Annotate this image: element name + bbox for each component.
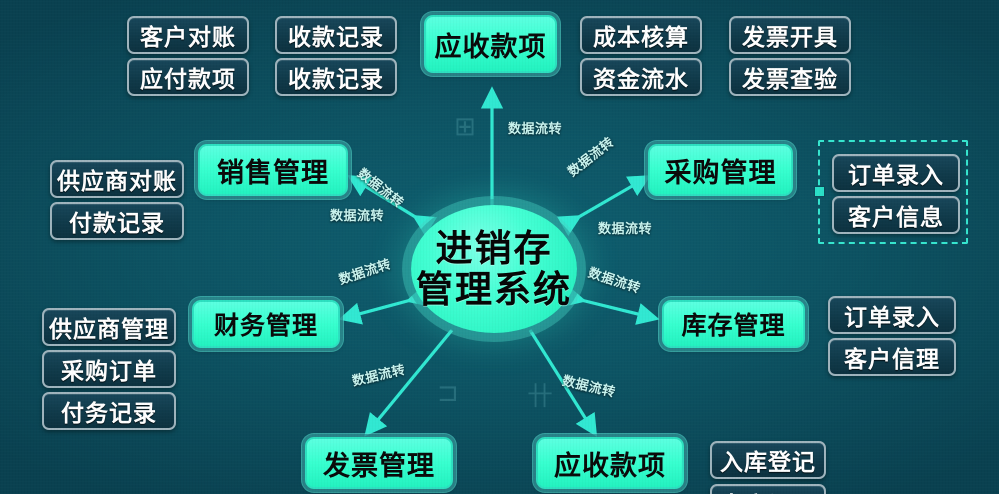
selection-handle-left[interactable] bbox=[814, 186, 825, 197]
flow-label-inventory: 数据流转 bbox=[586, 265, 643, 297]
node-receivable-bottom[interactable]: 应收款项 bbox=[536, 437, 684, 489]
chip-cash-flow[interactable]: 资金流水 bbox=[580, 58, 702, 96]
chip-payment-record[interactable]: 付款记录 bbox=[50, 202, 184, 240]
flow-label-purchase-upper: 数据流转 bbox=[565, 134, 618, 180]
chip-payable-items[interactable]: 应付款项 bbox=[127, 58, 249, 96]
flow-label-top: 数据流转 bbox=[508, 122, 563, 137]
flow-label-sales-upper: 数据流转 bbox=[354, 166, 407, 212]
chip-customer-info[interactable]: 客户信息 bbox=[832, 196, 960, 234]
node-inventory-management[interactable]: 库存管理 bbox=[662, 300, 805, 348]
chip-invoice-issue[interactable]: 发票开具 bbox=[729, 16, 851, 54]
chip-purchase-order[interactable]: 采购订单 bbox=[42, 350, 176, 388]
hub-label-line1: 进销存 bbox=[435, 226, 553, 270]
chip-inbound-registration[interactable]: 入库登记 bbox=[710, 441, 826, 479]
flow-label-purchase-lower: 数据流转 bbox=[598, 222, 653, 237]
flow-label-sales-lower: 数据流转 bbox=[330, 209, 385, 224]
chip-supplier-management[interactable]: 供应商管理 bbox=[42, 308, 176, 346]
hub-label-line2: 管理系统 bbox=[416, 268, 572, 311]
node-receivable-top[interactable]: 应收款项 bbox=[424, 15, 557, 73]
chip-payment-ledger[interactable]: 付务记录 bbox=[42, 392, 176, 430]
chip-cost-accounting[interactable]: 成本核算 bbox=[580, 16, 702, 54]
chip-receipt-record-1[interactable]: 收款记录 bbox=[275, 16, 397, 54]
chip-invoice-verify[interactable]: 发票查验 bbox=[729, 58, 851, 96]
hash-watermark-icon: 卄 bbox=[527, 382, 554, 412]
chip-customer-credit[interactable]: 客户信理 bbox=[828, 338, 956, 376]
flow-label-receivable: 数据流转 bbox=[560, 373, 617, 401]
grid-watermark-icon: ⊞ bbox=[454, 112, 476, 142]
bracket-watermark-icon: ⊐ bbox=[437, 378, 459, 408]
node-sales-management[interactable]: 销售管理 bbox=[198, 144, 348, 196]
chip-receipt-record-2[interactable]: 收款记录 bbox=[275, 58, 397, 96]
node-purchase-management[interactable]: 采购管理 bbox=[648, 144, 793, 196]
chip-order-entry-2[interactable]: 订单录入 bbox=[828, 296, 956, 334]
node-finance-management[interactable]: 财务管理 bbox=[192, 300, 340, 348]
chip-supplier-reconciliation[interactable]: 供应商对账 bbox=[50, 160, 184, 198]
chip-order-entry-1[interactable]: 订单录入 bbox=[832, 154, 960, 192]
flow-label-finance: 数据流转 bbox=[337, 257, 394, 289]
hub-node-inventory-system[interactable]: 进销存 管理系统 bbox=[411, 205, 577, 333]
chip-customer-reconciliation[interactable]: 客户对账 bbox=[127, 16, 249, 54]
node-invoice-management[interactable]: 发票管理 bbox=[305, 437, 453, 489]
flow-label-invoice: 数据流转 bbox=[350, 362, 407, 390]
chip-outbound-record[interactable]: 出库记录 bbox=[710, 484, 826, 494]
